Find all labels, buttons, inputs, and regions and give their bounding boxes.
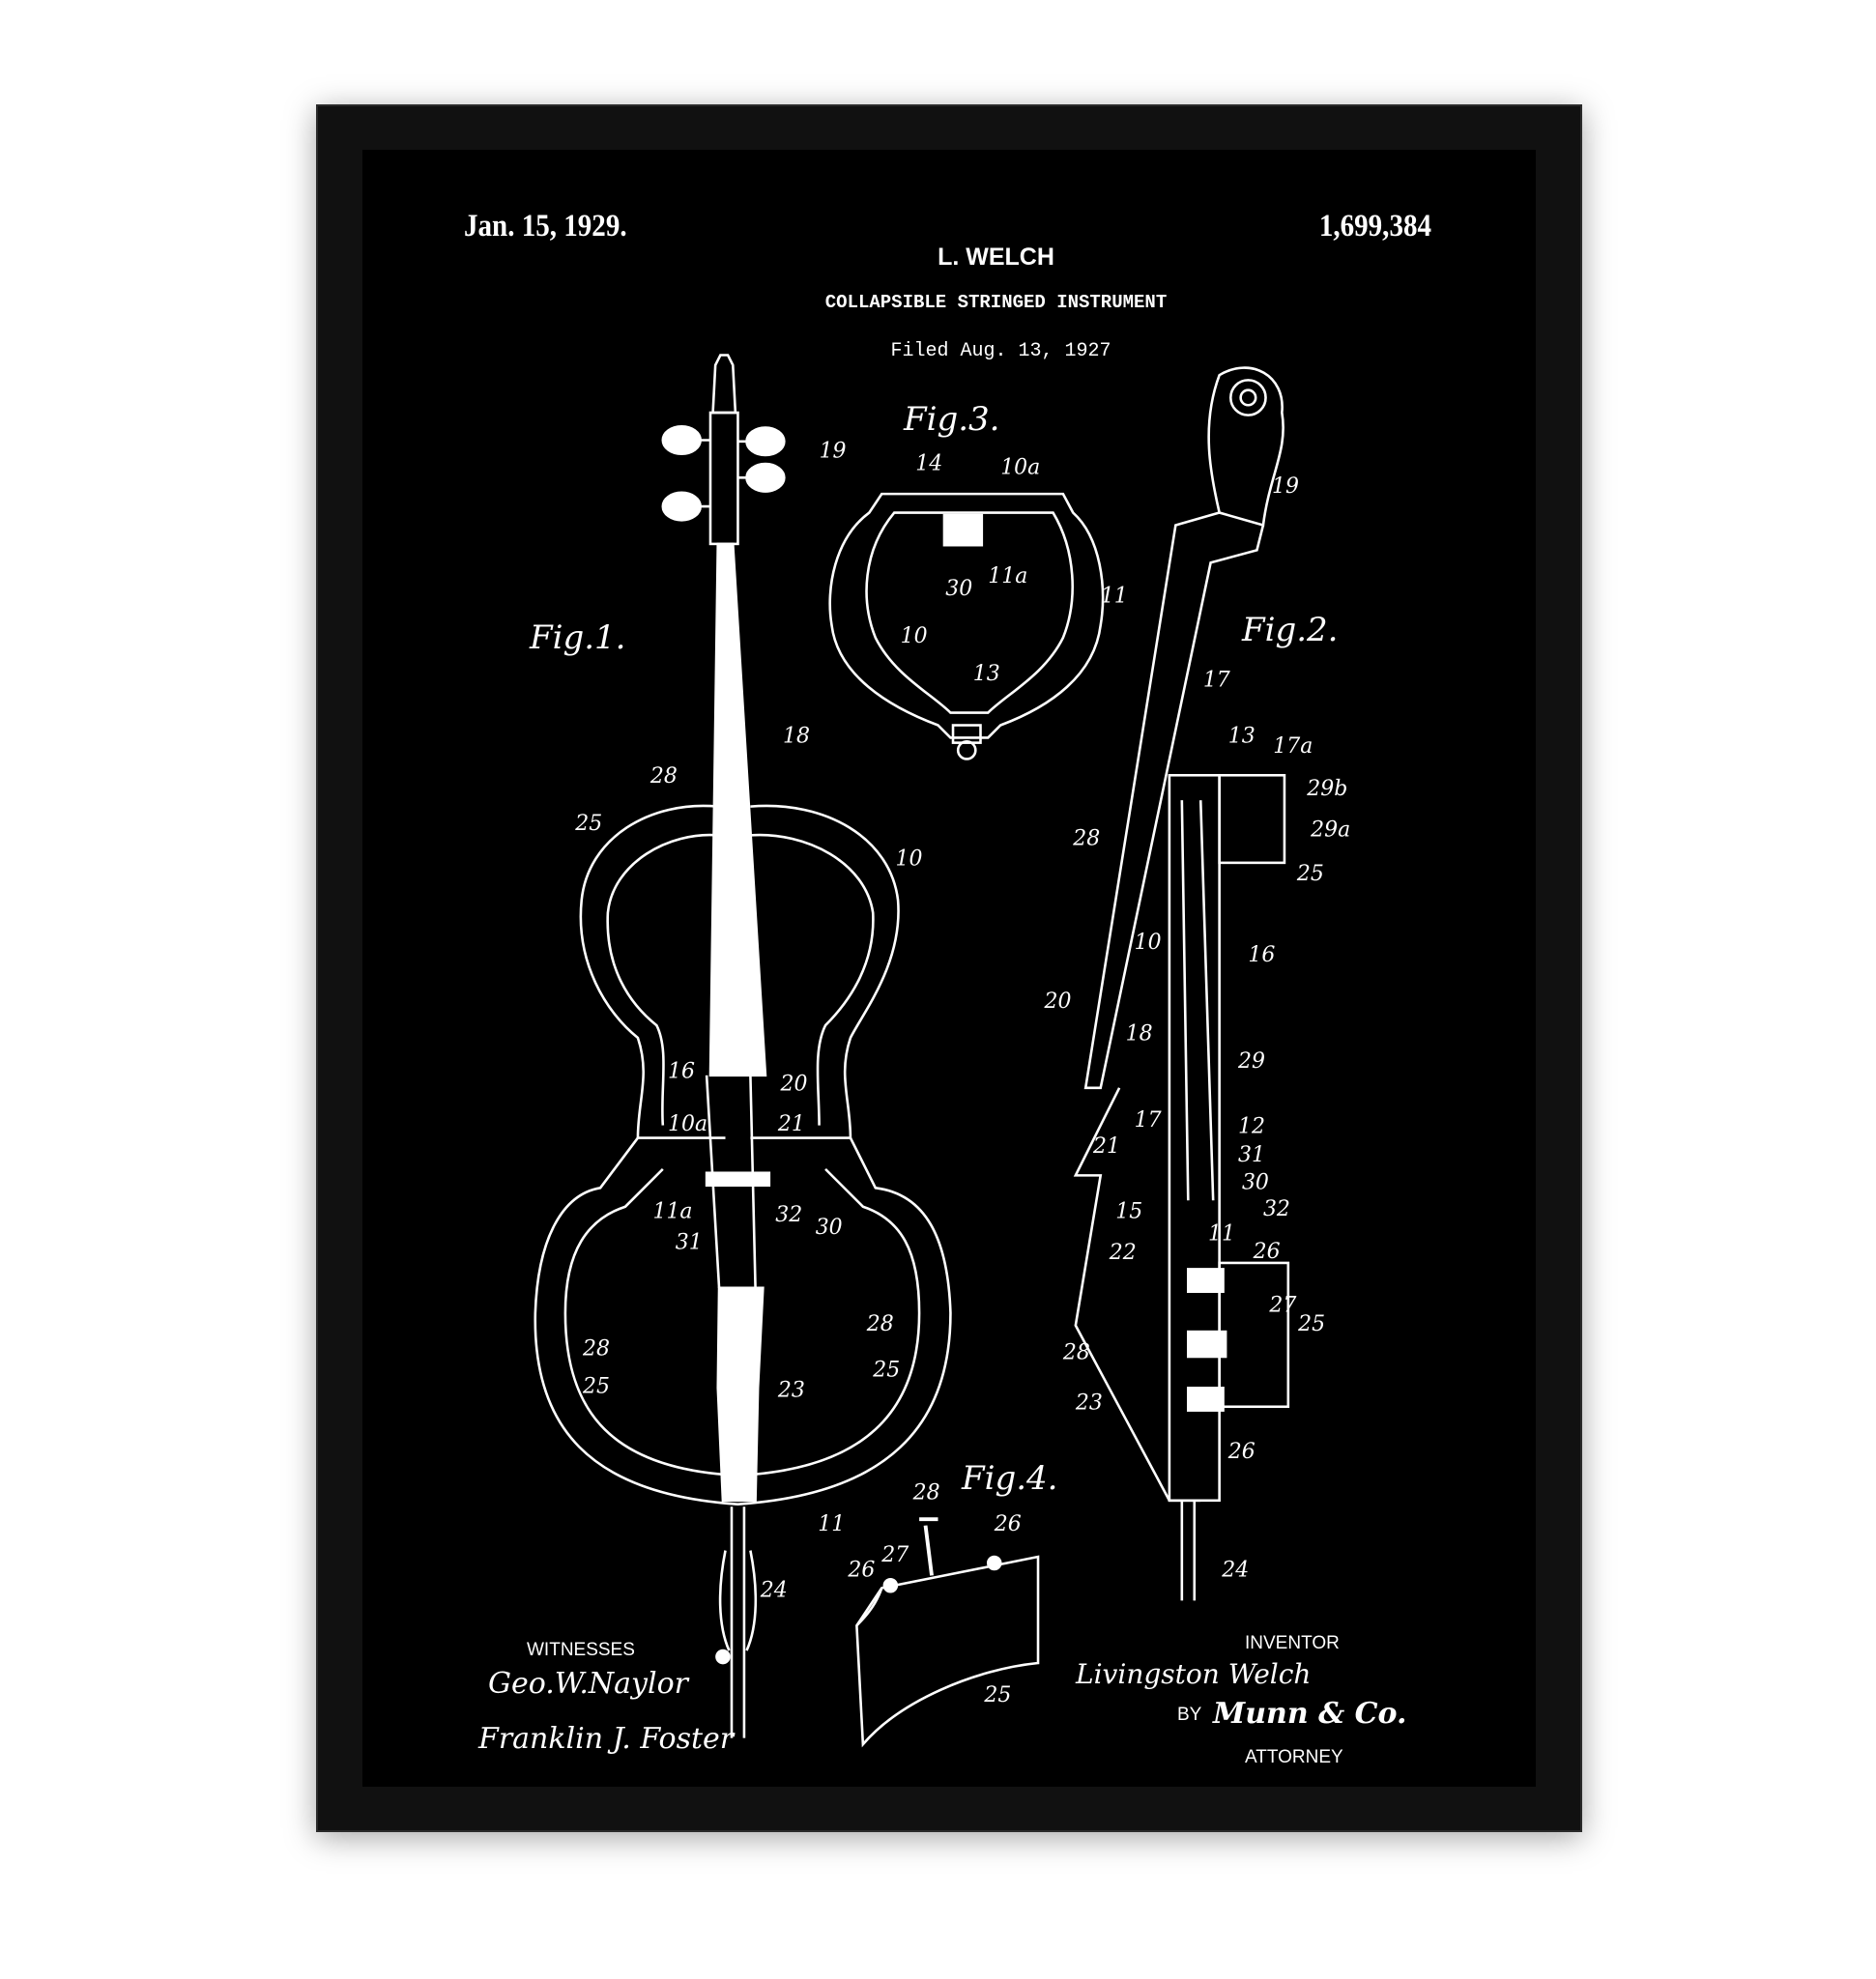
fig2-label: Fig.2. <box>1242 611 1339 649</box>
cello-side-drawing <box>1073 366 1290 1601</box>
reference-numeral: 23 <box>777 1378 805 1402</box>
cello-front-drawing <box>534 354 952 1738</box>
by-label: BY <box>1177 1705 1202 1725</box>
reference-numeral: 27 <box>1268 1293 1296 1317</box>
reference-numeral: 31 <box>676 1231 703 1255</box>
reference-numeral: 17 <box>1203 668 1230 692</box>
reference-numeral: 29a <box>1310 818 1350 843</box>
reference-numeral: 11 <box>1101 585 1128 609</box>
reference-numeral: 11 <box>1208 1222 1235 1247</box>
reference-numeral: 20 <box>1043 990 1071 1014</box>
reference-numeral: 19 <box>1272 474 1299 499</box>
reference-numeral: 18 <box>783 725 810 749</box>
frame-section-drawing <box>828 492 1105 760</box>
patent-print <box>362 150 1536 1787</box>
reference-numeral: 28 <box>649 764 678 789</box>
reference-numeral: 24 <box>1221 1559 1249 1583</box>
reference-numeral: 25 <box>574 812 602 836</box>
witness-signature-2: Franklin J. Foster <box>478 1722 735 1756</box>
reference-numeral: 32 <box>1263 1197 1290 1221</box>
patent-date: Jan. 15, 1929. <box>464 209 627 244</box>
reference-numeral: 26 <box>1253 1240 1281 1264</box>
reference-numeral: 29 <box>1237 1049 1265 1074</box>
reference-numeral: 11 <box>818 1512 845 1536</box>
reference-numeral: 10 <box>901 624 928 648</box>
reference-numeral: 28 <box>1062 1341 1090 1365</box>
reference-numeral: 19 <box>820 440 847 464</box>
reference-numeral: 10a <box>1000 455 1040 479</box>
attorney-signature: Munn & Co. <box>1213 1697 1407 1731</box>
reference-numeral: 22 <box>1109 1241 1137 1265</box>
reference-numeral: 26 <box>847 1559 875 1583</box>
reference-numeral: 30 <box>1242 1171 1269 1195</box>
reference-numeral: 24 <box>760 1578 788 1602</box>
picture-frame <box>316 104 1582 1832</box>
fig4-label: Fig.4. <box>962 1459 1058 1498</box>
reference-numeral: 10 <box>896 846 923 871</box>
reference-numeral: 11a <box>988 564 1027 588</box>
reference-numeral: 23 <box>1075 1391 1103 1415</box>
reference-numeral: 16 <box>1248 943 1275 967</box>
fig1-label: Fig.1. <box>530 618 626 657</box>
reference-numeral: 25 <box>1297 1312 1325 1336</box>
bracket-block-drawing <box>855 1517 1040 1748</box>
reference-numeral: 25 <box>872 1359 900 1383</box>
witnesses-label: WITNESSES <box>527 1640 635 1660</box>
reference-numeral: 18 <box>1126 1022 1153 1047</box>
patent-title: COLLAPSIBLE STRINGED INSTRUMENT <box>824 292 1168 313</box>
fig3-label: Fig.3. <box>904 400 1000 439</box>
reference-numeral: 31 <box>1238 1143 1265 1167</box>
reference-numeral: 17 <box>1135 1108 1162 1133</box>
inventor-label: INVENTOR <box>1245 1633 1340 1653</box>
reference-numeral: 28 <box>912 1481 940 1506</box>
reference-numeral: 21 <box>777 1112 805 1136</box>
reference-numeral: 30 <box>816 1216 843 1240</box>
reference-numeral: 29b <box>1306 777 1347 801</box>
inventor-signature: Livingston Welch <box>1076 1658 1312 1690</box>
attorney-label: ATTORNEY <box>1245 1747 1343 1767</box>
reference-numeral: 28 <box>582 1337 610 1362</box>
reference-numeral: 28 <box>866 1312 894 1336</box>
reference-numeral: 21 <box>1092 1134 1120 1159</box>
reference-numeral: 10 <box>1135 931 1162 955</box>
reference-numeral: 15 <box>1115 1199 1142 1223</box>
witness-signature-1: Geo.W.Naylor <box>488 1667 688 1701</box>
reference-numeral: 30 <box>945 577 972 601</box>
reference-numeral: 13 <box>973 662 1000 686</box>
reference-numeral: 27 <box>880 1543 909 1567</box>
filed-date: Filed Aug. 13, 1927 <box>890 340 1111 362</box>
reference-numeral: 25 <box>983 1683 1011 1707</box>
reference-numeral: 28 <box>1072 827 1100 851</box>
reference-numeral: 32 <box>775 1203 802 1227</box>
reference-numeral: 17a <box>1273 734 1313 759</box>
reference-numeral: 26 <box>994 1512 1022 1536</box>
patent-number: 1,699,384 <box>1318 209 1431 244</box>
reference-numeral: 20 <box>779 1072 807 1096</box>
reference-numeral: 25 <box>582 1375 610 1399</box>
reference-numeral: 16 <box>668 1059 695 1083</box>
reference-numeral: 14 <box>915 452 942 476</box>
inventor-heading: L. WELCH <box>938 244 1054 271</box>
reference-numeral: 10a <box>668 1112 707 1136</box>
reference-numeral: 11a <box>652 1199 692 1223</box>
reference-numeral: 25 <box>1296 862 1324 886</box>
reference-numeral: 13 <box>1228 725 1255 749</box>
reference-numeral: 12 <box>1238 1114 1265 1138</box>
reference-numeral: 26 <box>1227 1440 1255 1464</box>
